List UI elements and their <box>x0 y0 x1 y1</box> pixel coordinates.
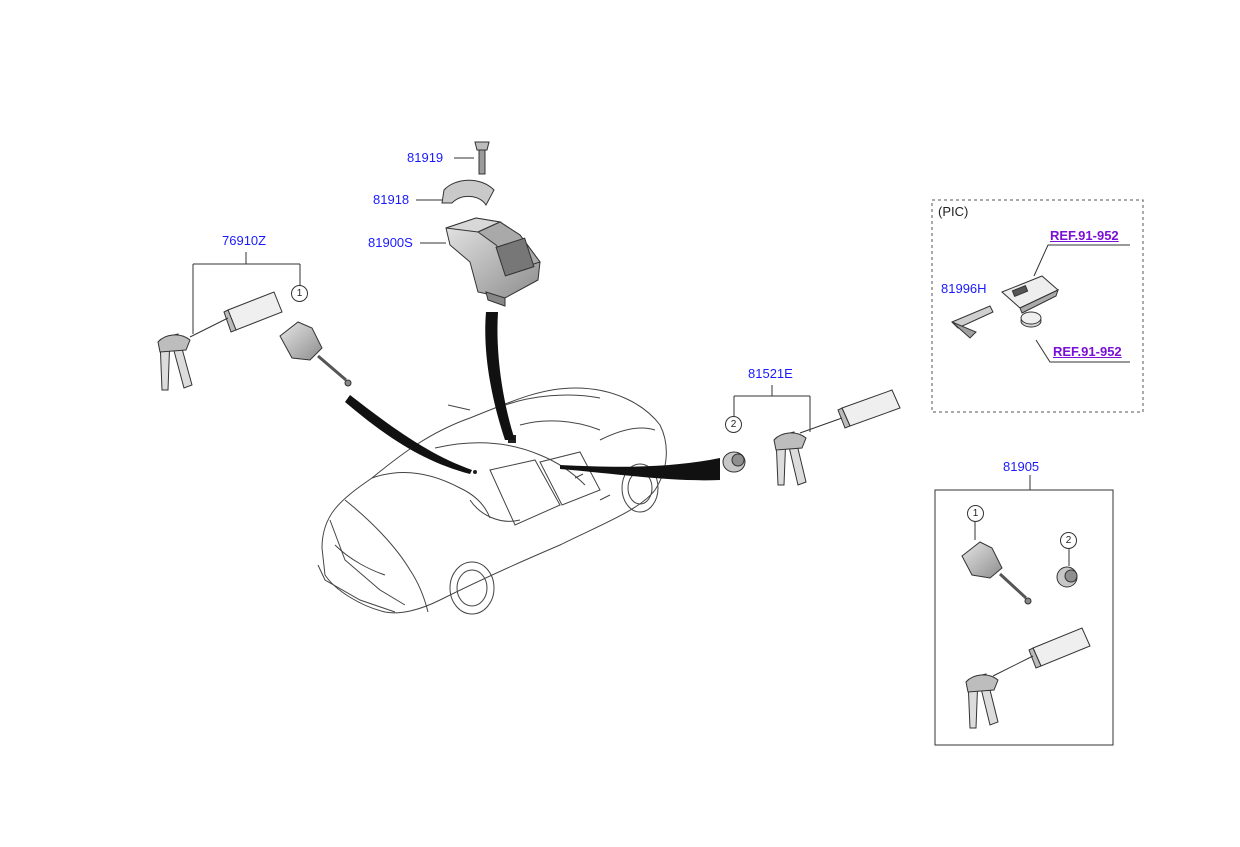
bushing-kit <box>1056 548 1078 588</box>
bolt-81919 <box>474 141 490 175</box>
lock-cylinder-left <box>279 321 352 387</box>
part-number-81918[interactable]: 81918 <box>373 192 410 207</box>
part-number-76910Z[interactable]: 76910Z <box>222 233 267 248</box>
connector-left <box>345 395 472 474</box>
callout-1-left: 1 <box>291 285 308 302</box>
bracket-81521E <box>733 385 811 432</box>
coin-battery <box>1020 311 1042 328</box>
bushing-right <box>722 451 746 473</box>
pic-box <box>931 199 1144 413</box>
key-set-right <box>773 389 901 486</box>
key-blade-81996H <box>951 305 994 339</box>
callout-1-kit: 1 <box>967 505 984 522</box>
pic-label: (PIC) <box>938 204 969 219</box>
part-number-81521E[interactable]: 81521E <box>748 366 793 381</box>
car-mark-trunk <box>473 470 477 474</box>
part-number-81900S[interactable]: 81900S <box>368 235 413 250</box>
kit-81905-box <box>934 489 1114 746</box>
part-number-81996H[interactable]: 81996H <box>941 281 987 296</box>
callout-2-right: 2 <box>725 416 742 433</box>
connector-right <box>560 458 720 481</box>
car-outline <box>317 387 667 615</box>
ref-leaders <box>1033 244 1130 363</box>
ref-link-top[interactable]: REF.91-952 <box>1050 228 1119 243</box>
clamp-81918 <box>441 179 495 207</box>
part-number-81905[interactable]: 81905 <box>1003 459 1040 474</box>
key-set-kit <box>965 627 1091 729</box>
module-81900S <box>445 217 541 307</box>
lock-cylinder-kit <box>961 520 1032 605</box>
part-number-81919[interactable]: 81919 <box>407 150 444 165</box>
connector-top <box>485 312 515 440</box>
ref-link-bottom[interactable]: REF.91-952 <box>1053 344 1122 359</box>
smart-key-fob <box>1001 275 1059 314</box>
key-set-left <box>157 291 283 391</box>
callout-2-kit: 2 <box>1060 532 1077 549</box>
